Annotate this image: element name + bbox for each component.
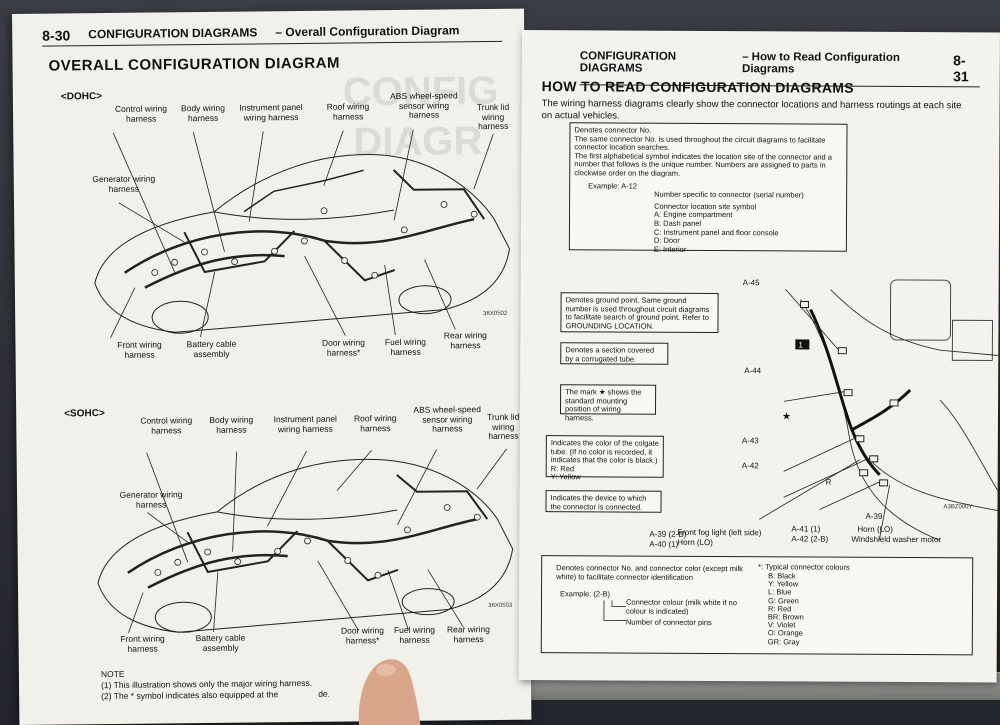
mounting-mark-box: The mark ★ shows the standard mounting p…	[559, 384, 657, 422]
connector-a42-label: A-42	[741, 461, 759, 471]
dohc-control-label: Control wiring harness	[114, 103, 168, 124]
corrugated-tube-box: Denotes a section covered by a corrugate…	[560, 342, 669, 365]
sohc-fuel-label: Fuel wiring harness	[393, 624, 436, 645]
mounting-star: ★	[781, 411, 791, 423]
right-page: CONFIGURATION DIAGRAMS – How to Read Con…	[518, 30, 1000, 683]
connector-a39-label: A-39	[865, 511, 883, 521]
label-horn-lo: Horn (LO)	[677, 537, 713, 548]
left-page-header: 8-30 CONFIGURATION DIAGRAMS – Overall Co…	[42, 22, 503, 47]
sohc-generator-label: Generator wiring harness	[119, 489, 183, 510]
ground-point-marker	[795, 339, 810, 350]
sohc-door-label: Door wiring harness*	[340, 625, 385, 646]
dohc-body-label: Body wiring harness	[180, 102, 226, 123]
colgate-tube-box: Indicates the color of the colgate tube.…	[545, 435, 664, 482]
note-block: NOTE (1) This illustration shows only th…	[101, 667, 330, 702]
example-pointer	[603, 600, 626, 621]
svg-text:1: 1	[798, 340, 803, 349]
dohc-instrument-label: Instrument panel wiring harness	[239, 101, 303, 123]
dohc-rear-label: Rear wiring harness	[443, 330, 487, 350]
dohc-door-label: Door wiring harness*	[321, 337, 366, 358]
sohc-abs-label: ABS wheel-speed sensor wiring harness	[413, 404, 481, 434]
left-subsection-title: – Overall Configuration Diagram	[275, 23, 460, 40]
left-page: 8-30 CONFIGURATION DIAGRAMS – Overall Co…	[12, 8, 532, 725]
dohc-fuel-label: Fuel wiring harness	[384, 336, 427, 357]
label-front-fog-light: Front fog light (left side)	[677, 527, 762, 538]
left-page-number: 8-30	[42, 27, 71, 44]
connector-a45-label: A-45	[742, 278, 760, 288]
dohc-front-label: Front wiring harness	[117, 339, 162, 360]
sohc-rear-label: Rear wiring harness	[446, 624, 491, 644]
dohc-battery-label: Battery cable assembly	[186, 338, 237, 359]
sohc-front-label: Front wiring harness	[120, 633, 165, 654]
device-box: Indicates the device to which the connec…	[545, 490, 662, 513]
dohc-abs-label: ABS wheel-speed sensor wiring harness	[390, 90, 458, 120]
dohc-figure-code: 36X0502	[483, 310, 508, 318]
hand-photo-element	[358, 659, 421, 725]
engine-compartment-diagram: 1	[759, 279, 999, 541]
how-to-read-title: HOW TO READ CONFIGURATION DIAGRAMS	[541, 78, 854, 96]
intro-text: The wiring harness diagrams clearly show…	[541, 98, 962, 122]
sohc-battery-label: Battery cable assembly	[195, 632, 246, 653]
connector-colour-box: Denotes connector No. and connector colo…	[540, 555, 974, 656]
connector-number-box: Denotes connector No. The same connector…	[568, 122, 848, 254]
sohc-body-label: Body wiring harness	[209, 414, 254, 435]
sohc-car-diagram	[97, 448, 514, 633]
connector-a43-label: A-43	[741, 436, 759, 446]
engine-figure-code: A3BZ000Y	[943, 504, 973, 511]
sohc-figure-code: 36X0503	[488, 602, 513, 610]
label-horn-lo-2: Horn (LO)	[857, 524, 893, 534]
left-section-title: CONFIGURATION DIAGRAMS	[88, 25, 258, 42]
overall-diagram-title: OVERALL CONFIGURATION DIAGRAM	[48, 54, 341, 75]
sohc-instrument-label: Instrument panel wiring harness	[273, 413, 337, 434]
tube-color-r-label: R	[825, 477, 832, 487]
note-line-2: (2) The * symbol indicates also equipped…	[101, 688, 331, 702]
dohc-car-diagram	[94, 129, 511, 339]
sohc-control-label: Control wiring harness	[140, 415, 193, 436]
sohc-label: <SOHC>	[64, 408, 105, 420]
dohc-roof-label: Roof wiring harness	[326, 101, 370, 122]
right-page-number: 8-31	[953, 52, 969, 85]
ground-point-box: Denotes ground point. Same ground number…	[560, 292, 719, 334]
dohc-generator-label: Generator wiring harness	[92, 173, 156, 194]
label-windshield-washer: Windshield washer motor	[851, 534, 942, 545]
label-a40-1: A-40 (1)	[649, 539, 679, 549]
dohc-label: <DOHC>	[60, 91, 103, 103]
label-a42-2b: A-42 (2-B)	[791, 534, 829, 544]
sohc-roof-label: Roof wiring harness	[353, 412, 397, 433]
connector-a44-label: A-44	[744, 366, 762, 376]
label-a41-1: A-41 (1)	[791, 524, 821, 534]
dohc-trunk-label: Trunk lid wiring harness	[476, 101, 510, 132]
